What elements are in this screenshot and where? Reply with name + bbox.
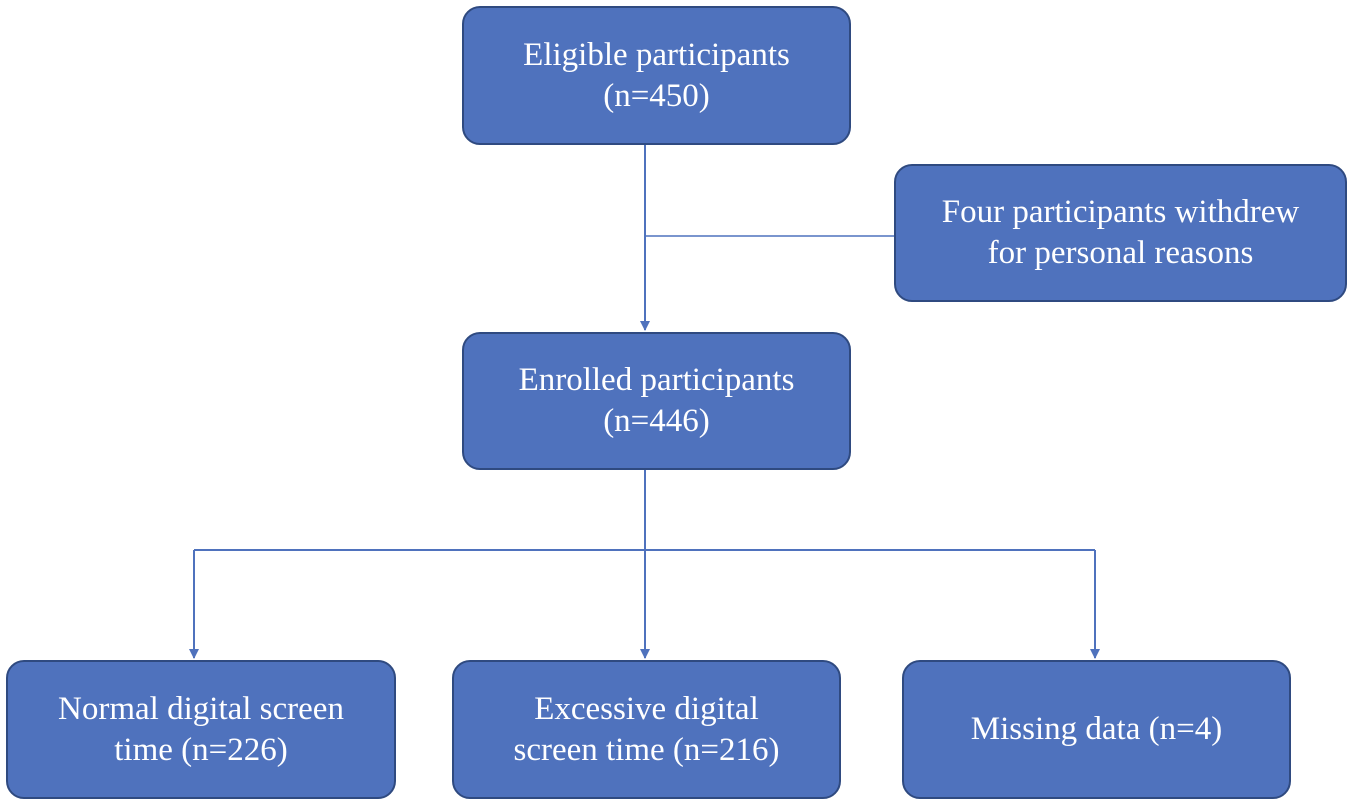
missing-label: Missing data (n=4) xyxy=(970,711,1223,747)
enrolled-count: (n=446) xyxy=(603,403,710,439)
withdrew-label: Four participants withdrew xyxy=(941,194,1300,230)
normal-label: Normal digital screen xyxy=(58,690,344,727)
eligible-label: Eligible participants xyxy=(523,36,790,73)
eligible-count: (n=450) xyxy=(603,77,710,114)
excessive-label: Excessive digital xyxy=(534,690,759,727)
normal-screen-time-box: Normal digital screen time (n=226) xyxy=(6,660,396,799)
withdrew-reason: for personal reasons xyxy=(987,235,1254,271)
missing-data-box: Missing data (n=4) xyxy=(902,660,1291,799)
excessive-count: screen time (n=216) xyxy=(513,731,780,768)
eligible-participants-box: Eligible participants (n=450) xyxy=(462,6,851,145)
normal-count: time (n=226) xyxy=(114,731,288,768)
withdrew-box: Four participants withdrew for personal … xyxy=(894,164,1347,302)
enrolled-participants-box: Enrolled participants (n=446) xyxy=(462,332,851,470)
excessive-screen-time-box: Excessive digital screen time (n=216) xyxy=(452,660,841,799)
enrolled-label: Enrolled participants xyxy=(518,362,795,398)
